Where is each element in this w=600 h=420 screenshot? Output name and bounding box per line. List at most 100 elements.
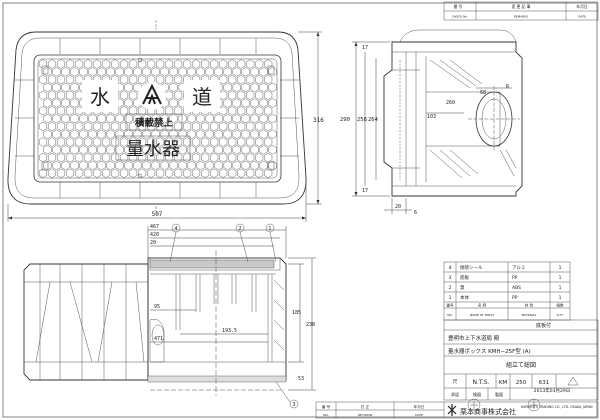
honeycomb-cell: [110, 59, 120, 69]
honeycomb-cell: [65, 74, 75, 85]
company-logo-icon: [447, 404, 457, 416]
honeycomb-cell: [268, 98, 277, 108]
lid-text-no-load: 積載禁上: [134, 117, 174, 129]
honeycomb-cell: [174, 121, 183, 132]
honeycomb-cell: [106, 67, 115, 77]
honeycomb-cell: [228, 74, 237, 85]
honeycomb-cell: [255, 168, 264, 178]
honeycomb-cell: [65, 90, 75, 100]
honeycomb-cell: [128, 137, 138, 147]
honeycomb-cell: [268, 160, 277, 171]
honeycomb-cell: [92, 137, 102, 147]
honeycomb-cell: [151, 67, 160, 77]
honeycomb-cell: [268, 113, 277, 124]
honeycomb-cell: [228, 59, 237, 69]
honeycomb-cell: [43, 129, 52, 139]
honeycomb-cell: [38, 137, 48, 147]
rev2-header-revision: 訂 正: [361, 404, 370, 409]
honeycomb-cell: [223, 82, 232, 93]
honeycomb-cell: [47, 121, 57, 132]
part-row-2-qty: 1: [559, 275, 562, 281]
honeycomb-cell: [79, 113, 88, 124]
honeycomb-cell: [241, 113, 250, 124]
honeycomb-cell: [156, 121, 165, 132]
dim-front-h1: 185: [292, 310, 301, 316]
revision-table-bottom: 番 号 訂 正 年月日 NO. REVISION DATE 栗本商事株式会社 K…: [315, 401, 599, 419]
company-name-en: KURIMOTO TRADING CO., LTD. OSAKA, JAPAN: [521, 405, 593, 409]
honeycomb-cell: [237, 168, 246, 178]
honeycomb-cell: [178, 113, 187, 124]
honeycomb-cell: [174, 168, 183, 178]
honeycomb-cell: [264, 152, 273, 163]
honeycomb-cell: [205, 145, 214, 155]
honeycomb-cell: [187, 67, 196, 77]
rev2-header-date-en: DATE: [415, 413, 423, 417]
honeycomb-cell: [61, 98, 70, 108]
honeycomb-cell: [115, 129, 124, 139]
honeycomb-cell: [38, 74, 48, 85]
title-drawing-no-c: 631: [539, 380, 550, 386]
honeycomb-cell: [241, 160, 250, 171]
honeycomb-cell: [223, 67, 232, 77]
honeycomb-cell: [79, 67, 88, 77]
honeycomb-cell: [187, 129, 196, 139]
honeycomb-cell: [97, 160, 106, 171]
honeycomb-cell: [61, 113, 70, 124]
honeycomb-cell: [52, 113, 61, 124]
honeycomb-cell: [169, 160, 178, 171]
honeycomb-cell: [124, 67, 133, 77]
honeycomb-cell: [183, 59, 192, 69]
rev2-header-no-en: NO.: [323, 413, 328, 417]
honeycomb-cell: [74, 121, 84, 132]
parts-header-qty: 個数: [556, 303, 564, 308]
honeycomb-cell: [219, 168, 228, 178]
honeycomb-cell: [223, 113, 232, 124]
honeycomb-cell: [192, 59, 201, 69]
honeycomb-cell: [38, 168, 48, 178]
honeycomb-cell: [196, 145, 205, 155]
part-row-3-material: ABS: [512, 285, 521, 291]
honeycomb-cell: [56, 152, 66, 163]
honeycomb-cell: [110, 168, 120, 178]
honeycomb-cell: [187, 113, 196, 124]
part-row-4-qty: 1: [559, 295, 562, 301]
honeycomb-cell: [61, 82, 70, 93]
honeycomb-cell: [119, 59, 129, 69]
honeycomb-cell: [47, 90, 57, 100]
honeycomb-cell: [70, 145, 79, 155]
honeycomb-cell: [110, 152, 120, 163]
parts-header-no-en: NO.: [447, 313, 452, 317]
honeycomb-cell: [142, 160, 151, 171]
rev2-header-no: 番 号: [322, 404, 331, 409]
honeycomb-cell: [183, 168, 192, 178]
honeycomb-cell: [70, 129, 79, 139]
title-block: 底板付 豊明市上下水道局 殿 量水器ボックス KMH−25F型 (A) 組立て総…: [443, 319, 599, 412]
honeycomb-cell: [128, 106, 138, 116]
honeycomb-cell: [169, 82, 178, 93]
honeycomb-cell: [237, 74, 246, 85]
dim-side-hole-b: 260: [446, 100, 455, 106]
honeycomb-cell: [124, 160, 133, 171]
honeycomb-cell: [264, 74, 273, 85]
honeycomb-cell: [56, 59, 66, 69]
honeycomb-cell: [232, 82, 241, 93]
honeycomb-cell: [61, 129, 70, 139]
title-checked: 検図: [473, 391, 481, 397]
honeycomb-cell: [83, 137, 93, 147]
honeycomb-cell: [61, 160, 70, 171]
honeycomb-cell: [241, 129, 250, 139]
honeycomb-cell: [250, 98, 259, 108]
honeycomb-cell: [241, 145, 250, 155]
honeycomb-cell: [165, 59, 174, 69]
honeycomb-cell: [223, 145, 232, 155]
honeycomb-cell: [43, 160, 52, 171]
honeycomb-cell: [169, 129, 178, 139]
honeycomb-cell: [47, 152, 57, 163]
honeycomb-cell: [88, 67, 97, 77]
honeycomb-cell: [70, 67, 79, 77]
honeycomb-cell: [101, 59, 111, 69]
honeycomb-cell: [165, 168, 174, 178]
lid-text-meter: 量水器: [126, 139, 180, 160]
honeycomb-cell: [246, 106, 255, 116]
honeycomb-cell: [106, 113, 115, 124]
